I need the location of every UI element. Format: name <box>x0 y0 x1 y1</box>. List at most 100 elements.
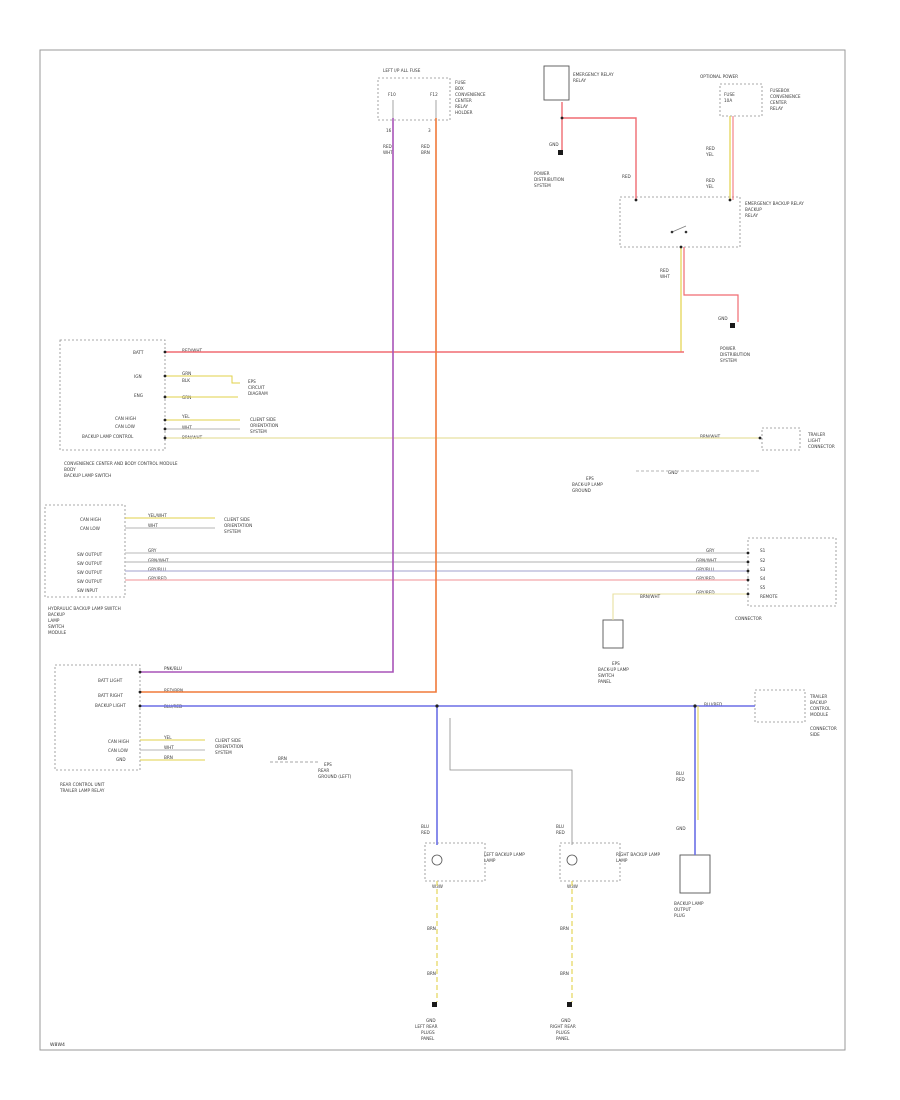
svg-text:REAR: REAR <box>318 768 329 773</box>
ctrl-rear-label: REAR CONTROL UNIT <box>60 782 105 787</box>
svg-text:TRAILER: TRAILER <box>809 694 827 699</box>
svg-text:CONNECTOR: CONNECTOR <box>808 444 835 449</box>
svg-text:GRY/BLU: GRY/BLU <box>696 567 714 572</box>
right-lamp-label: RIGHT BACKUP LAMP <box>616 852 660 857</box>
svg-text:BRN: BRN <box>164 755 173 760</box>
svg-text:CAN HIGH: CAN HIGH <box>108 739 129 744</box>
svg-text:CONVENIENCE: CONVENIENCE <box>770 94 801 99</box>
trailer-module-right: TRAILER BACKUP CONTROL MODULE CONNECTOR … <box>704 689 837 737</box>
svg-text:YEL: YEL <box>163 735 172 740</box>
svg-text:BACKUP LAMP CONTROL: BACKUP LAMP CONTROL <box>82 434 134 439</box>
svg-text:BODY: BODY <box>64 467 76 472</box>
svg-text:GRY: GRY <box>148 548 157 553</box>
wire-right-branch <box>449 718 573 845</box>
svg-text:RED: RED <box>706 178 715 183</box>
svg-text:WHT: WHT <box>383 150 393 155</box>
svg-text:BLU/RED: BLU/RED <box>704 702 722 707</box>
optional-power-block: OPTIONAL POWER FUSE 10A FUSEBOX CONVENIE… <box>700 74 801 189</box>
control-module-main: BATT IGN ENG CAN HIGH CAN LOW BACKUP LAM… <box>59 339 278 478</box>
svg-text:PNK/BLU: PNK/BLU <box>164 666 182 671</box>
svg-text:RED/BRN: RED/BRN <box>164 688 183 693</box>
svg-text:PANEL: PANEL <box>598 679 612 684</box>
svg-text:CAN HIGH: CAN HIGH <box>80 517 101 522</box>
svg-text:BLK: BLK <box>182 378 190 383</box>
svg-text:RED: RED <box>676 777 685 782</box>
svg-text:YEL: YEL <box>181 414 190 419</box>
right-gnd-label: RIGHT REAR <box>550 1024 576 1029</box>
svg-text:BRN: BRN <box>560 971 569 976</box>
svg-text:SW OUTPUT: SW OUTPUT <box>77 561 103 566</box>
fuse-box: LEFT I/P ALL FUSE F10 F12 FUSE BOX CONVE… <box>377 68 486 155</box>
svg-text:SW OUTPUT: SW OUTPUT <box>77 570 103 575</box>
svg-text:GRY/RED: GRY/RED <box>148 576 167 581</box>
svg-text:SW OUTPUT: SW OUTPUT <box>77 579 103 584</box>
third-backup-lamp: BACKUP LAMP OUTPUT PLUG BLU RED GND <box>674 771 711 918</box>
svg-text:RELAY: RELAY <box>745 213 759 218</box>
control-module-hydraulic: CAN HIGH CAN LOW SW OUTPUT SW OUTPUT SW … <box>44 504 252 635</box>
svg-text:CAN HIGH: CAN HIGH <box>115 416 136 421</box>
svg-text:HOLDER: HOLDER <box>455 110 473 115</box>
svg-text:POWER: POWER <box>720 346 736 351</box>
svg-text:CENTER: CENTER <box>455 98 472 103</box>
svg-text:F12: F12 <box>430 92 438 97</box>
gnd-label: GND <box>116 757 126 762</box>
svg-text:F10: F10 <box>388 92 396 97</box>
svg-text:EPS: EPS <box>612 661 620 666</box>
svg-text:CLIENT SIDE: CLIENT SIDE <box>215 738 241 743</box>
svg-text:EPS: EPS <box>586 476 594 481</box>
svg-text:MODULE: MODULE <box>810 712 829 717</box>
svg-text:BRN/WHT: BRN/WHT <box>700 434 721 439</box>
svg-text:CONTROL: CONTROL <box>810 706 831 711</box>
svg-text:CENTER: CENTER <box>770 100 787 105</box>
svg-text:BOX: BOX <box>455 86 464 91</box>
svg-text:GRN/WHT: GRN/WHT <box>696 558 717 563</box>
svg-text:BLU: BLU <box>676 771 684 776</box>
svg-text:BRN: BRN <box>427 926 436 931</box>
trailer-label: TRAILER <box>807 432 825 437</box>
svg-text:CAN LOW: CAN LOW <box>115 424 135 429</box>
svg-text:YEL/WHT: YEL/WHT <box>147 513 167 518</box>
svg-text:S5: S5 <box>760 585 766 590</box>
svg-text:SWITCH: SWITCH <box>48 624 64 629</box>
svg-text:CAN LOW: CAN LOW <box>80 526 100 531</box>
svg-text:SYSTEM: SYSTEM <box>224 529 241 534</box>
svg-text:LAMP: LAMP <box>616 858 628 863</box>
svg-text:CONVENIENCE: CONVENIENCE <box>455 92 486 97</box>
svg-text:CLIENT SIDE: CLIENT SIDE <box>250 417 276 422</box>
svg-text:GND: GND <box>549 142 559 147</box>
ign-label: IGN <box>134 374 142 379</box>
control-module-rear: BATT LIGHT BATT RIGHT BACKUP LIGHT CAN H… <box>54 664 352 793</box>
svg-text:DISTRIBUTION: DISTRIBUTION <box>534 177 564 182</box>
eng-label: ENG <box>134 393 143 398</box>
svg-text:BATT RIGHT: BATT RIGHT <box>98 693 123 698</box>
wire-hyd-remote <box>612 593 748 620</box>
svg-text:LIGHT: LIGHT <box>808 438 821 443</box>
svg-text:GND: GND <box>676 826 686 831</box>
footer-code: W8W4 <box>50 1042 65 1048</box>
svg-text:POWER: POWER <box>534 171 550 176</box>
svg-text:GND: GND <box>561 1018 571 1023</box>
svg-text:16: 16 <box>386 128 392 133</box>
svg-text:BACKUP LAMP SWITCH: BACKUP LAMP SWITCH <box>64 473 111 478</box>
svg-text:BLU: BLU <box>556 824 564 829</box>
ctrl-main-label: CONVENIENCE CENTER AND BODY CONTROL MODU… <box>64 461 178 466</box>
svg-text:BATT LIGHT: BATT LIGHT <box>98 678 123 683</box>
svg-text:SYSTEM: SYSTEM <box>215 750 232 755</box>
svg-text:GRN: GRN <box>182 371 191 376</box>
svg-text:S3: S3 <box>760 567 766 572</box>
svg-text:S1: S1 <box>760 548 766 553</box>
svg-text:GROUND (LEFT): GROUND (LEFT) <box>318 774 352 779</box>
svg-text:SYSTEM: SYSTEM <box>250 429 267 434</box>
svg-text:DISTRIBUTION: DISTRIBUTION <box>720 352 750 357</box>
svg-text:RELAY: RELAY <box>455 104 469 109</box>
svg-text:GRY/RED: GRY/RED <box>696 576 715 581</box>
svg-text:OUTPUT: OUTPUT <box>674 907 692 912</box>
third-lamp-label: BACKUP LAMP <box>674 901 704 906</box>
svg-text:FUSEBOX: FUSEBOX <box>770 88 790 93</box>
emergency-relay-block: EMERGENCY RELAY RELAY GND POWER DISTRIBU… <box>534 65 631 188</box>
svg-text:CAN LOW: CAN LOW <box>108 748 128 753</box>
right-backup-lamp: RIGHT BACKUP LAMP LAMP W3W BLU RED BRN B… <box>550 824 660 1041</box>
svg-text:CLIENT SIDE: CLIENT SIDE <box>224 517 250 522</box>
svg-text:PANEL: PANEL <box>556 1036 570 1041</box>
